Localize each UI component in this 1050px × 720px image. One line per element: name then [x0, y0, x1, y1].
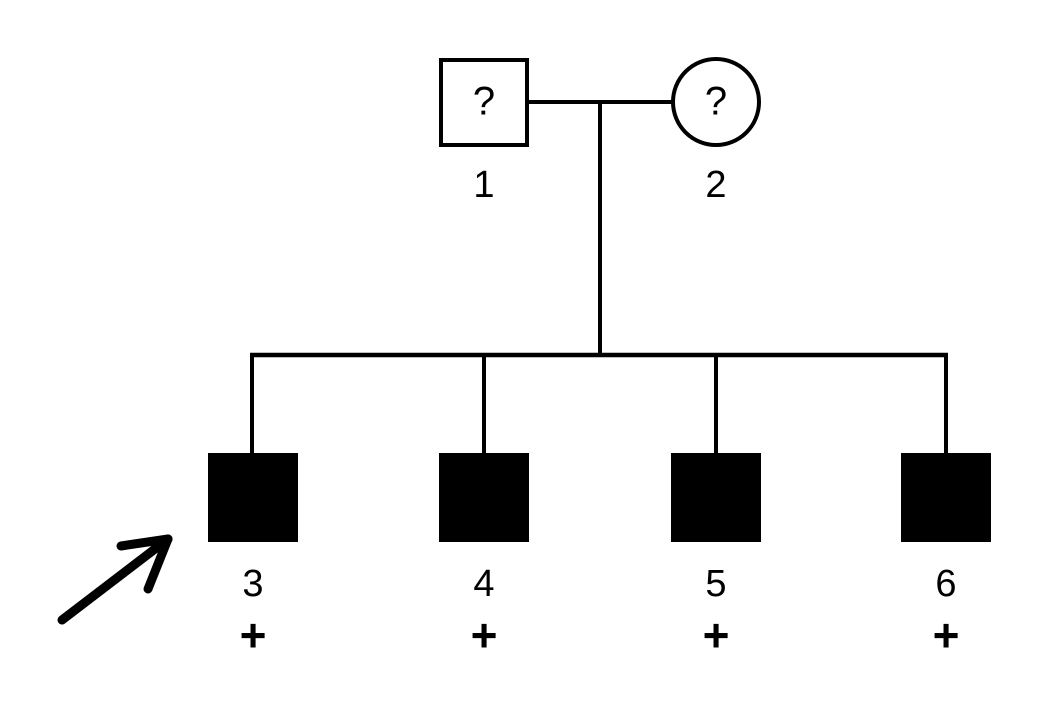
individual-5[interactable]: 5 + — [671, 453, 761, 661]
generation-1-group: ? 1 ? 2 — [439, 57, 761, 206]
proband-arrow-barb-upper — [116, 534, 173, 551]
individual-5-id-label: 5 — [705, 563, 726, 605]
individual-4-id-label: 4 — [473, 563, 494, 605]
individual-3-id-label: 3 — [242, 563, 263, 605]
individual-6-id-label: 6 — [935, 563, 956, 605]
individual-6[interactable]: 6 + — [901, 453, 991, 661]
connection-lines — [250, 100, 948, 456]
individual-5-square[interactable] — [671, 453, 761, 542]
individual-1-id-label: 1 — [473, 164, 494, 206]
proband-arrow-icon — [57, 534, 173, 625]
individual-2-circle[interactable] — [671, 57, 761, 147]
individual-4-carrier-marker: + — [471, 609, 498, 661]
individual-4[interactable]: 4 + — [439, 453, 529, 661]
individual-1-status-symbol: ? — [473, 80, 495, 124]
individual-4-square[interactable] — [439, 453, 529, 542]
individual-3-square[interactable] — [208, 453, 298, 542]
proband-arrow-shaft — [57, 534, 173, 625]
individual-1[interactable]: ? 1 — [439, 58, 529, 206]
individual-1-square[interactable] — [439, 58, 529, 147]
individual-3[interactable]: 3 + — [208, 453, 298, 661]
proband-arrow-barb-lower — [143, 534, 173, 594]
individual-2[interactable]: ? 2 — [671, 57, 761, 206]
individual-5-carrier-marker: + — [703, 609, 730, 661]
generation-2-group: 3 + 4 + 5 + 6 + — [208, 453, 991, 661]
individual-2-id-label: 2 — [705, 164, 726, 206]
individual-2-status-symbol: ? — [705, 80, 727, 124]
individual-6-carrier-marker: + — [933, 609, 960, 661]
individual-6-square[interactable] — [901, 453, 991, 542]
individual-3-carrier-marker: + — [240, 609, 267, 661]
